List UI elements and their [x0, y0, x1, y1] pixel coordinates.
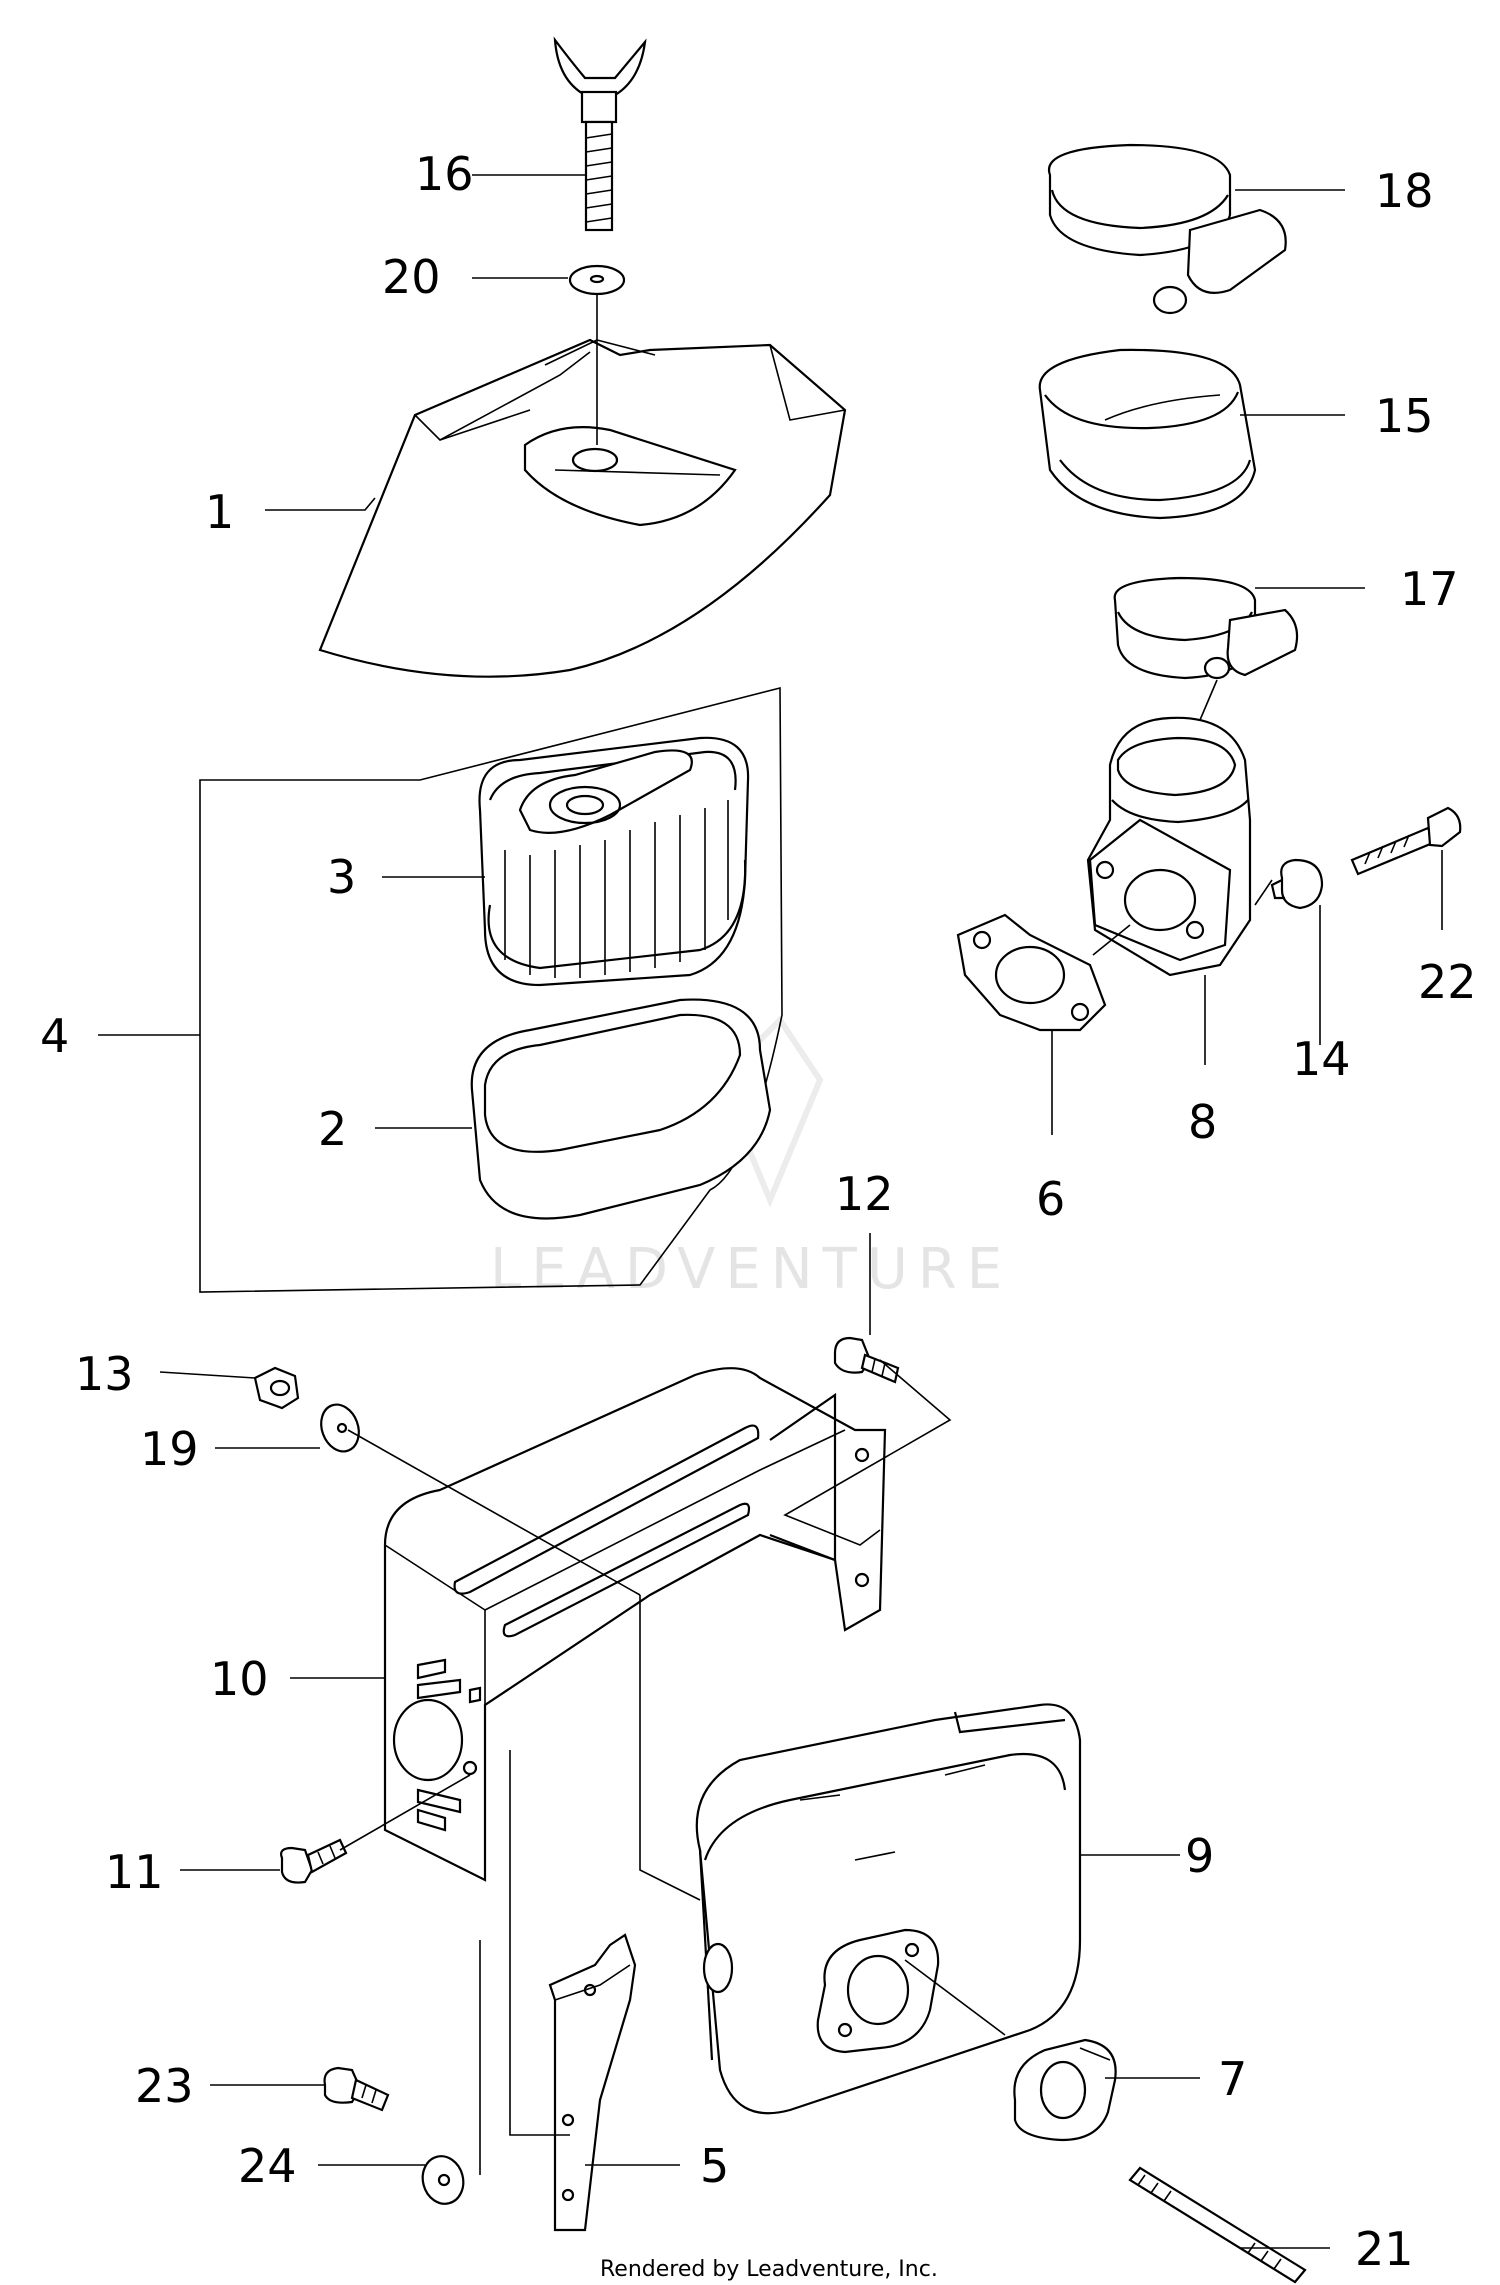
callout-6: 6 — [1036, 1172, 1065, 1226]
part-7-gasket — [1013, 2038, 1117, 2142]
part-24-washer — [421, 2155, 465, 2205]
callout-10: 10 — [210, 1652, 269, 1706]
part-6-gasket — [956, 913, 1107, 1032]
callout-19: 19 — [140, 1422, 199, 1476]
callout-23: 23 — [135, 2059, 194, 2113]
callout-11: 11 — [105, 1845, 164, 1899]
part-13-nut — [253, 1366, 300, 1410]
callout-18: 18 — [1375, 164, 1434, 218]
part-8-elbow — [1086, 716, 1252, 977]
part-14-cap — [1270, 858, 1324, 910]
callout-4: 4 — [40, 1009, 69, 1063]
part-19-washer — [320, 1403, 360, 1453]
callout-13: 13 — [75, 1347, 134, 1401]
watermark-text: LEADVENTURE — [490, 1237, 1012, 1302]
part-1-cover — [318, 338, 847, 678]
callout-9: 9 — [1185, 1829, 1214, 1883]
callout-24: 24 — [238, 2139, 297, 2193]
part-22-bolt — [1350, 806, 1462, 876]
part-17-clamp — [1113, 576, 1299, 680]
part-11-screw — [280, 1838, 348, 1884]
part-9-muffler — [695, 1703, 1082, 2115]
part-12-bolt — [833, 1336, 900, 1384]
part-16-wing-bolt — [553, 36, 647, 232]
callout-20: 20 — [382, 250, 441, 304]
callout-5: 5 — [700, 2139, 729, 2193]
callout-22: 22 — [1418, 955, 1477, 1009]
callout-16: 16 — [415, 147, 474, 201]
leader-lines — [98, 174, 1443, 2249]
part-5-bracket — [548, 1933, 637, 2232]
callout-labels: 16 20 1 3 4 2 18 15 17 22 14 8 6 12 13 1… — [40, 147, 1477, 2276]
part-23-bolt — [323, 2066, 390, 2112]
part-15-hose — [1038, 348, 1257, 520]
part-21-stud — [1128, 2166, 1307, 2284]
part-2-pre-cleaner — [470, 998, 772, 1220]
callout-21: 21 — [1355, 2222, 1414, 2276]
assembly-lines — [339, 295, 1273, 2175]
part-3-filter-element — [478, 736, 750, 987]
part-10-guard — [383, 1367, 887, 1882]
callout-17: 17 — [1400, 562, 1459, 616]
callout-2: 2 — [318, 1102, 347, 1156]
part-20-washer — [568, 264, 626, 296]
callout-15: 15 — [1375, 389, 1434, 443]
watermark: LEADVENTURE — [490, 1015, 1012, 1302]
callout-3: 3 — [327, 850, 356, 904]
callout-12: 12 — [835, 1167, 894, 1221]
credit-text: Rendered by Leadventure, Inc. — [600, 2257, 938, 2282]
part-18-clamp — [1047, 143, 1287, 315]
callout-7: 7 — [1218, 2052, 1247, 2106]
callout-1: 1 — [205, 485, 234, 539]
callout-14: 14 — [1292, 1032, 1351, 1086]
callout-8: 8 — [1188, 1095, 1217, 1149]
